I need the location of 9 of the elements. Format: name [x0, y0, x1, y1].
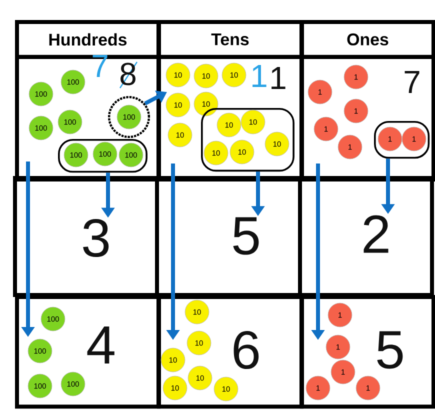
grouping-loop [374, 121, 430, 159]
column-header: Ones [300, 20, 435, 59]
grouping-loop [58, 139, 148, 173]
column-header: Tens [157, 20, 304, 59]
handwritten-digit: 2 [364, 215, 388, 253]
handwritten-digit: 3 [83, 218, 109, 258]
grouping-loop [201, 108, 294, 172]
dotted-circle [108, 96, 150, 138]
handwritten-digit: 5 [233, 217, 259, 255]
